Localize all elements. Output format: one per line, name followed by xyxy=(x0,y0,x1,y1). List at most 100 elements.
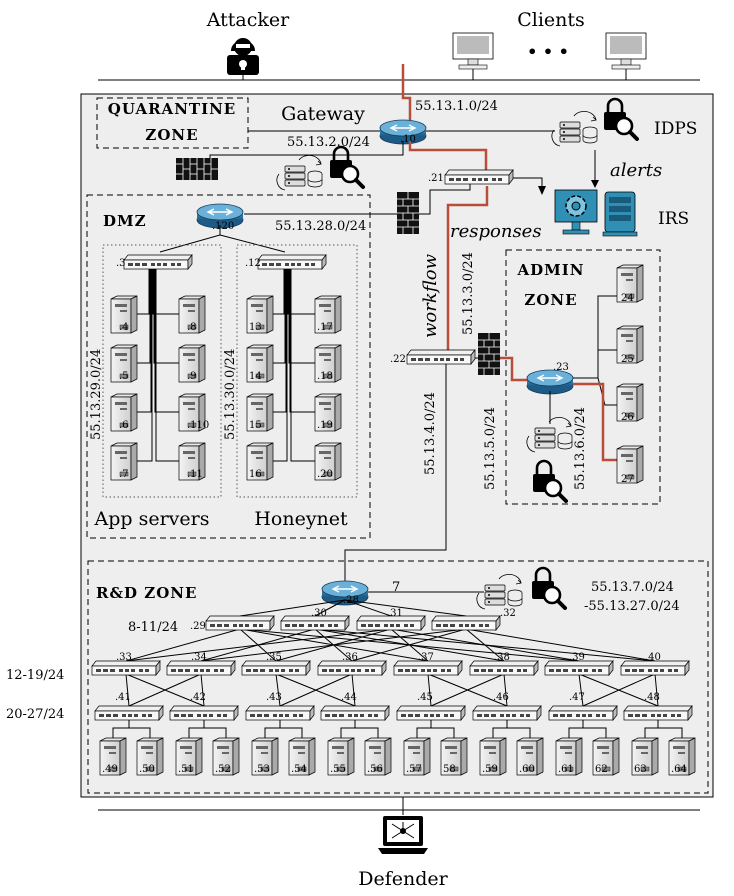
subnet-28: 55.13.28.0/24 xyxy=(275,219,366,234)
admin-server-id: 26 xyxy=(621,412,634,423)
gateway-label: Gateway xyxy=(281,103,365,125)
admin-label-1: ADMIN xyxy=(517,261,585,279)
rd-server-id: .53 xyxy=(254,764,270,775)
red-path-gw-sw21 xyxy=(408,141,488,170)
subnet-6: 55.13.6.0/24 xyxy=(573,407,588,490)
rd-switch-l3-icon xyxy=(548,705,618,721)
rd-link-label: 7 xyxy=(392,580,400,595)
rd-switch-l3-icon xyxy=(245,705,315,721)
rd-server-id: .60 xyxy=(519,764,535,775)
rd-switch-l2-id: .37 xyxy=(418,652,434,663)
irs-server-icon xyxy=(602,191,638,237)
rd-switch-l3-icon xyxy=(169,705,239,721)
rd-switch-l2-icon xyxy=(469,660,539,676)
dmz-switch-3-icon xyxy=(123,254,193,270)
app-servers-label: App servers xyxy=(94,508,210,530)
subnet-7: 55.13.7.0/24 xyxy=(591,580,674,595)
quarantine-label-2: ZONE xyxy=(145,126,198,144)
rd-server-id: .52 xyxy=(215,764,231,775)
app-server-id: .9 xyxy=(187,371,197,382)
honeynet-server-id: .17 xyxy=(317,322,333,333)
rd-switch-l2-icon xyxy=(317,660,387,676)
rd-server-id: 62 xyxy=(595,764,608,775)
rd-switch-l1-id: .31 xyxy=(387,608,403,619)
switch-22-icon xyxy=(406,349,476,365)
rd-switch-l2-icon xyxy=(620,660,690,676)
rd-switch-l3-icon xyxy=(396,705,466,721)
dmz-firewall-icon xyxy=(396,191,420,235)
rd-switch-l2-id: .36 xyxy=(342,652,358,663)
subnet-3: 55.13.3.0/24 xyxy=(461,252,476,335)
rd-server-id: .61 xyxy=(558,764,574,775)
rd-server-id: 58 xyxy=(443,764,456,775)
app-server-id: .5 xyxy=(119,371,129,382)
client-monitor-icon xyxy=(605,32,647,70)
switch-21-id: .21 xyxy=(428,173,444,184)
admin-router-icon xyxy=(526,369,574,395)
quarantine-label-1: QUARANTINE xyxy=(108,100,236,118)
range-8-11: 8-11/24 xyxy=(128,620,178,635)
red-path-admin xyxy=(500,356,528,382)
rd-switch-l2-icon xyxy=(91,660,161,676)
honeynet-label: Honeynet xyxy=(254,508,348,530)
rd-switch-l1-id: .32 xyxy=(500,608,516,619)
rd-switch-l3-icon xyxy=(472,705,542,721)
defender-label: Defender xyxy=(358,868,448,890)
admin-zone xyxy=(505,249,661,505)
rd-switch-l3-id: .41 xyxy=(115,692,131,703)
rd-server-id: .56 xyxy=(367,764,383,775)
responses-label: responses xyxy=(450,221,542,242)
subnet-1: 55.13.1.0/24 xyxy=(415,99,498,114)
subnet-5: 55.13.5.0/24 xyxy=(483,407,498,490)
clients-ellipsis: • • • xyxy=(527,42,569,61)
rd-server-id: .54 xyxy=(291,764,307,775)
app-server-id: .6 xyxy=(119,420,129,431)
honeynet-server-id: 13 xyxy=(249,322,262,333)
honeynet-server-id: .18 xyxy=(317,371,333,382)
switch-22-id: .22 xyxy=(390,354,406,365)
range-20-27: 20-27/24 xyxy=(6,707,64,722)
app-server-id: .4 xyxy=(119,322,129,333)
rd-switch-l2-id: .38 xyxy=(494,652,510,663)
client-monitor-icon xyxy=(452,32,494,70)
rd-switch-l2-id: .34 xyxy=(191,652,207,663)
defender-laptop-icon xyxy=(378,816,428,854)
honeynet-group xyxy=(236,244,358,498)
admin-firewall-icon xyxy=(477,332,501,376)
quarantine-zone xyxy=(96,97,249,149)
attacker-icon xyxy=(227,38,259,80)
rd-server-id: .57 xyxy=(406,764,422,775)
subnet-2: 55.13.2.0/24 xyxy=(287,135,370,150)
honeynet-server-id: .19 xyxy=(317,420,333,431)
rd-switch-l1-id: .30 xyxy=(311,608,327,619)
rd-switch-l1-id: .29 xyxy=(190,621,206,632)
irs-label: IRS xyxy=(658,209,689,229)
rd-switch-l2-icon xyxy=(393,660,463,676)
dmz-label: DMZ xyxy=(103,212,147,230)
subnet-30: 55.13.30.0/24 xyxy=(223,349,238,440)
rd-switch-l2-icon xyxy=(544,660,614,676)
gateway-id: .10 xyxy=(400,134,416,145)
rd-tree: .29.30.31.32.33.34.35.36.37.38.39.40.41.… xyxy=(91,599,696,776)
switch-21-icon xyxy=(444,169,514,185)
rd-switch-l1-icon xyxy=(431,615,501,631)
dmz-zone xyxy=(86,194,371,539)
rd-switch-l3-id: .46 xyxy=(493,692,509,703)
dmz-switch-12-icon xyxy=(257,254,327,270)
rd-server-id: 63 xyxy=(634,764,647,775)
alerts-label: alerts xyxy=(610,160,662,181)
rd-switch-l3-icon xyxy=(320,705,390,721)
rd-switch-l2-icon xyxy=(241,660,311,676)
rd-switch-l3-icon xyxy=(623,705,693,721)
dmz-router-id: .120 xyxy=(212,221,234,232)
honeynet-server-id: 15 xyxy=(249,420,262,431)
rd-switch-l3-id: .45 xyxy=(417,692,433,703)
app-server-id: .7 xyxy=(119,469,129,480)
firewall-icon xyxy=(175,157,219,181)
rd-zone xyxy=(87,560,709,794)
app-server-id: .8 xyxy=(187,322,197,333)
honeynet-server-id: 16 xyxy=(249,469,262,480)
rd-switch-l3-id: .47 xyxy=(569,692,585,703)
